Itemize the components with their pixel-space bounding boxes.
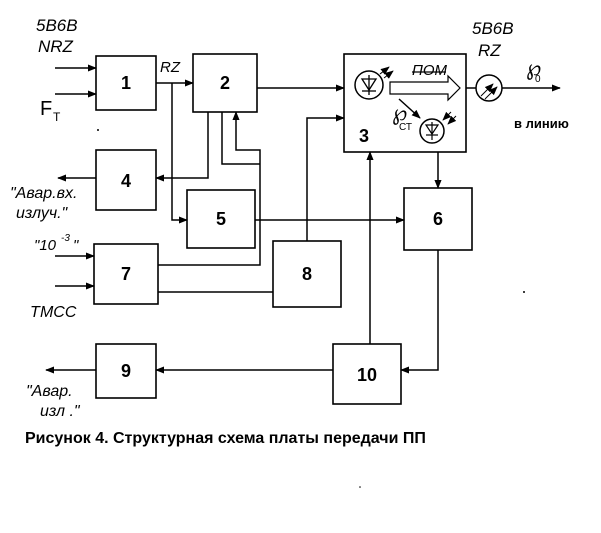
block-7: 7 — [93, 243, 159, 305]
block-8-number: 8 — [302, 264, 312, 284]
tmss-label: ТМСС — [30, 304, 77, 321]
block-3: 3 — [343, 53, 467, 153]
block-4-number: 4 — [121, 171, 131, 191]
speck — [97, 129, 99, 131]
block-5-number: 5 — [216, 209, 226, 229]
laser-diode-icon — [354, 66, 394, 100]
alarm-input-line2: излуч." — [16, 205, 69, 222]
speck — [523, 291, 525, 293]
out-power-sub: 0 — [535, 74, 541, 85]
output-power-symbol: ℘ 0 — [526, 55, 541, 85]
error-rate-exp: -3 — [61, 233, 70, 244]
output-code-bottom: RZ — [478, 41, 501, 60]
block-10-number: 10 — [357, 365, 377, 385]
wire-rz-to-5 — [171, 83, 188, 224]
to-line-label: в линию — [514, 116, 569, 131]
clock-label: F T — [40, 98, 61, 124]
error-rate-base: "10 — [34, 237, 57, 254]
wire-6-to-10 — [400, 250, 439, 374]
block-2-number: 2 — [220, 73, 230, 93]
alarm-emit-line2: изл ." — [40, 403, 81, 420]
block-9-number: 9 — [121, 361, 131, 381]
block-4: 4 — [95, 149, 157, 211]
block-9: 9 — [95, 343, 157, 399]
clock-sub: T — [53, 110, 61, 124]
error-rate-label: "10 -3 " — [34, 233, 79, 254]
block-1: 1 — [95, 55, 157, 111]
modulator-label: ПОМ — [412, 62, 448, 79]
wire-2-to-4 — [155, 112, 209, 182]
speck — [359, 486, 361, 488]
alarm-input-line1: "Авар.вх. — [10, 185, 77, 202]
block-6-number: 6 — [433, 209, 443, 229]
photodiode-icon — [419, 111, 457, 144]
input-code-top: 5B6B — [36, 16, 78, 35]
output-code-top: 5B6B — [472, 19, 514, 38]
block-2: 2 — [192, 53, 258, 113]
control-power-symbol: ℘ СТ — [392, 100, 412, 133]
control-power-sub: СТ — [399, 122, 412, 133]
rz-label: RZ — [160, 59, 181, 76]
wire-2-branch — [221, 112, 260, 165]
wire-7-to-2 — [158, 111, 261, 266]
modulator-arrow-icon — [389, 71, 461, 102]
error-rate-end: " — [73, 237, 79, 254]
input-code-bottom: NRZ — [38, 37, 74, 56]
wire-8-to-3 — [306, 114, 345, 241]
figure-caption: Рисунок 4. Структурная схема платы перед… — [25, 430, 426, 447]
block-5: 5 — [186, 189, 256, 249]
alarm-emit-line1: "Авар. — [26, 383, 73, 400]
block-6: 6 — [403, 187, 473, 251]
block-10: 10 — [332, 343, 402, 405]
svg-text:℘: ℘ — [526, 55, 541, 80]
block-3-number: 3 — [359, 126, 369, 146]
svg-text:℘: ℘ — [392, 100, 407, 125]
clock-main: F — [40, 98, 52, 120]
block-8: 8 — [272, 240, 342, 308]
block-1-number: 1 — [121, 73, 131, 93]
block-7-number: 7 — [121, 264, 131, 284]
output-detector-icon — [475, 74, 503, 102]
